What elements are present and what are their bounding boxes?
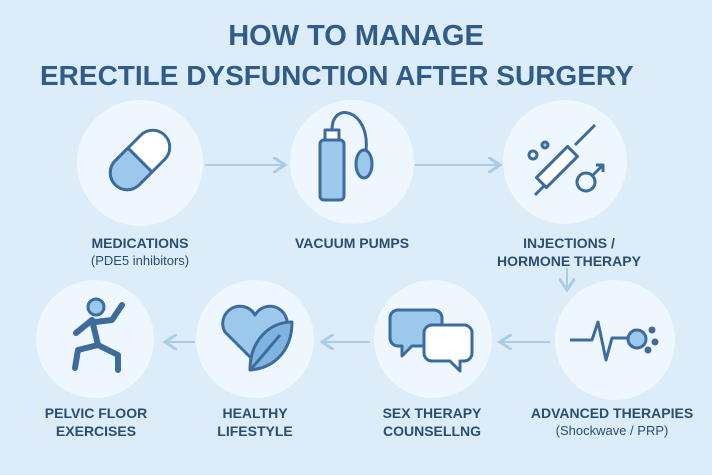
- title-line2: ERECTILE DYSFUNCTION AFTER SURGERY: [40, 60, 634, 91]
- step-title: VACUUM PUMPS: [294, 235, 410, 251]
- vacuum-pump-icon: [318, 111, 374, 202]
- circle-vacuum: [290, 100, 414, 224]
- step-advanced: ADVANCED THERAPIES (Shockwave / PRP): [531, 404, 693, 440]
- step-title: PELVIC FLOOR: [44, 405, 148, 421]
- step-sex-therapy: SEX THERAPY COUNSELLNG: [383, 404, 482, 440]
- heart-leaf-icon: [221, 304, 294, 372]
- step-medications: MEDICATIONS (PDE5 inhibitors): [91, 234, 189, 270]
- pill-capsule-icon: [108, 128, 172, 192]
- step-title-2: EXERCISES: [55, 423, 137, 439]
- step-title-2: COUNSELLNG: [383, 423, 481, 439]
- speech-bubbles-icon: [388, 308, 474, 373]
- title-line1: HOW TO MANAGE: [228, 20, 484, 52]
- shockwave-pulse-icon: [570, 320, 659, 362]
- step-title: HEALTHY: [222, 405, 288, 421]
- step-title: SEX THERAPY: [382, 405, 482, 421]
- step-injections: INJECTIONS / HORMONE THERAPY: [497, 234, 641, 270]
- step-lifestyle: HEALTHY LIFESTYLE: [217, 404, 292, 440]
- syringe-male-symbol-icon: [527, 123, 605, 197]
- step-pelvic: PELVIC FLOOR EXERCISES: [45, 404, 147, 440]
- step-title: MEDICATIONS: [91, 235, 189, 251]
- step-subtitle: (PDE5 inhibitors): [90, 253, 190, 268]
- step-title-2: LIFESTYLE: [217, 423, 293, 439]
- step-vacuum-pumps: VACUUM PUMPS: [295, 234, 409, 252]
- step-title: ADVANCED THERAPIES: [530, 405, 694, 421]
- exercise-person-icon: [72, 297, 125, 373]
- step-title: INJECTIONS /: [523, 235, 615, 251]
- step-title-2: HORMONE THERAPY: [497, 253, 641, 269]
- step-subtitle: (Shockwave / PRP): [555, 423, 669, 438]
